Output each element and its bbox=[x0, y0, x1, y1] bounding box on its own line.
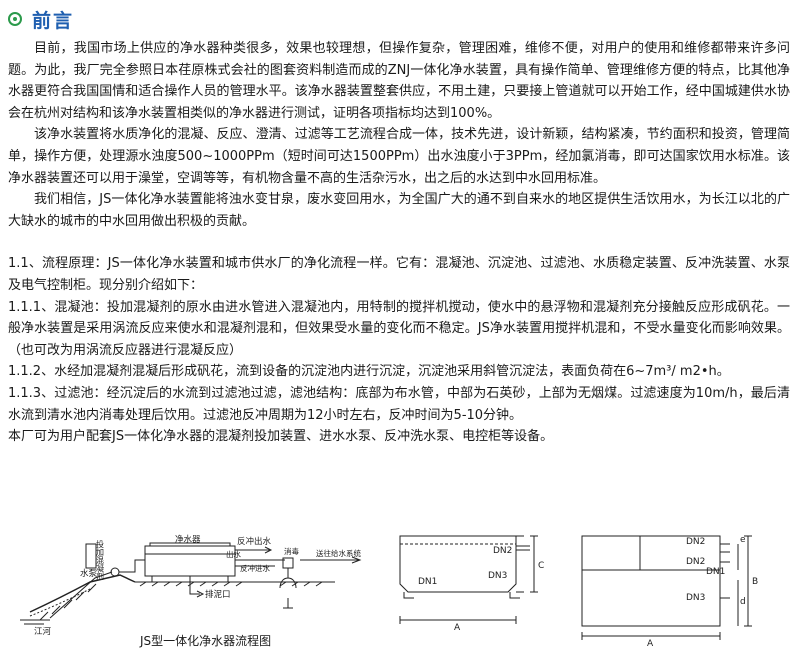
page-title: 前言 bbox=[32, 9, 75, 32]
dim2-e: e bbox=[740, 535, 746, 545]
dim1-a: A bbox=[454, 623, 461, 633]
dim2-b: B bbox=[752, 577, 758, 587]
diagrams-svg: 投加混凝剂 水泵 净水器 反冲出水 出水 反冲进水 消毒 送往给水系统 排泥口 … bbox=[20, 534, 758, 649]
label-river: 江河 bbox=[34, 626, 52, 637]
dim2-dn3: DN3 bbox=[686, 593, 705, 603]
section-1-1-3: 1.1.3、过滤池：经沉淀后的水流到过滤池过滤，滤池结构：底部为布水管，中部为石… bbox=[8, 385, 790, 423]
intro-paragraph-1: 目前，我国市场上供应的净水器种类很多，效果也较理想，但操作复杂，管理困难，维修不… bbox=[8, 41, 790, 121]
label-disinfect: 消毒 bbox=[284, 546, 299, 556]
label-drain: 排泥口 bbox=[205, 589, 231, 600]
section-note: 本厂可为用户配套JS一体化净水器的混凝剂投加装置、进水水泵、反冲洗水泵、电控柜等… bbox=[8, 429, 554, 445]
dim2-d: d bbox=[740, 597, 746, 607]
circle-bullet-icon bbox=[8, 12, 22, 26]
label-pump: 水泵 bbox=[80, 568, 98, 579]
dim1-dn1: DN1 bbox=[418, 577, 437, 587]
dim2-a: A bbox=[647, 639, 654, 649]
label-backwash-out: 反冲出水 bbox=[237, 536, 272, 547]
dimension-drawing-1 bbox=[399, 535, 538, 624]
label-purifier: 净水器 bbox=[175, 534, 201, 545]
intro-paragraph-2: 该净水装置将水质净化的混凝、反应、澄清、过滤等工艺流程合成一体，技术先进，设计新… bbox=[8, 127, 790, 186]
body-text: 目前，我国市场上供应的净水器种类很多，效果也较理想，但操作复杂，管理困难，维修不… bbox=[8, 38, 790, 448]
flow-diagram-caption: JS型一体化净水器流程图 bbox=[140, 634, 272, 648]
dim2-dn2: DN2 bbox=[686, 557, 705, 567]
dimension-drawing-2 bbox=[581, 535, 752, 640]
label-outlet: 出水 bbox=[226, 549, 241, 559]
intro-paragraph-3: 我们相信，JS一体化净水装置能将浊水变甘泉，废水变回用水，为全国广大的通不到自来… bbox=[8, 192, 790, 229]
flow-diagram bbox=[20, 542, 362, 625]
diagram-area: 投加混凝剂 水泵 净水器 反冲出水 出水 反冲进水 消毒 送往给水系统 排泥口 … bbox=[0, 520, 795, 655]
dim1-c: C bbox=[538, 561, 544, 571]
section-1-1-2: 1.1.2、水经加混凝剂混凝后形成矾花，流到设备的沉淀池内进行沉淀，沉淀池采用斜… bbox=[8, 364, 730, 380]
label-dosing: 投加混凝剂 bbox=[96, 539, 105, 581]
dim1-dn2: DN2 bbox=[493, 546, 512, 556]
label-backwash-in: 反冲进水 bbox=[240, 563, 270, 573]
dim1-dn3: DN3 bbox=[488, 571, 507, 581]
label-supply: 送往给水系统 bbox=[316, 548, 361, 558]
section-1-1-1: 1.1.1、混凝池：投加混凝剂的原水由进水管进入混凝池内，用特制的搅拌机搅动，使… bbox=[8, 299, 790, 358]
dim2-dn1: DN1 bbox=[706, 567, 725, 577]
dim2-dn2-top: DN2 bbox=[686, 537, 705, 547]
section-1-1: 1.1、流程原理：JS一体化净水装置和城市供水厂的净化流程一样。它有：混凝池、沉… bbox=[8, 256, 790, 293]
page-header: 前言 bbox=[8, 6, 74, 32]
